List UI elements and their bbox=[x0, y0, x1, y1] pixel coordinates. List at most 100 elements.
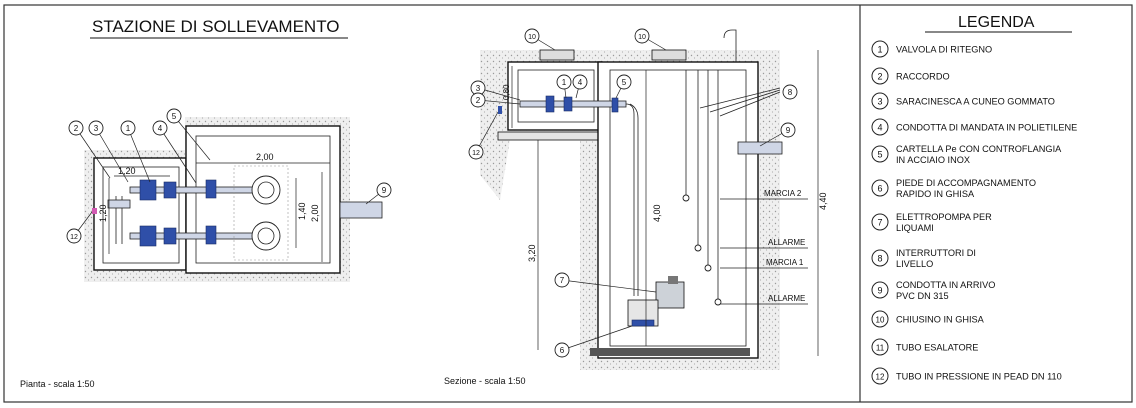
plan-callout-number: 2 bbox=[74, 124, 79, 133]
label-allarme-bottom: ALLARME bbox=[768, 294, 805, 303]
section-cover-left bbox=[539, 49, 575, 61]
section-callout-number: 10 bbox=[528, 34, 536, 41]
legend-number-circle bbox=[871, 67, 889, 85]
plan-inlet-pipe bbox=[339, 201, 383, 219]
legend-item: 12 TUBO IN PRESSIONE IN PEAD DN 110 bbox=[871, 367, 1062, 385]
legend-text: PIEDE DI ACCOMPAGNAMENTO bbox=[896, 178, 1036, 188]
plan-dim-h2: 1,40 bbox=[297, 202, 307, 220]
legend-text: PVC DN 315 bbox=[896, 291, 949, 301]
legend-text: LIVELLO bbox=[896, 259, 933, 269]
section-callout-number: 2 bbox=[476, 96, 481, 105]
legend-number: 7 bbox=[877, 218, 882, 228]
legend-text: CONDOTTA IN ARRIVO bbox=[896, 280, 995, 290]
section-callout-6: 6 bbox=[554, 325, 633, 358]
section-callout-number: 9 bbox=[786, 126, 791, 135]
plan-callout-number: 3 bbox=[94, 124, 99, 133]
section-callout-12: 12 bbox=[468, 111, 499, 160]
section-callout-7: 7 bbox=[554, 272, 657, 293]
legend-number: 10 bbox=[876, 316, 885, 325]
section-callout-number: 7 bbox=[560, 276, 565, 285]
plan-dim-w2: 2,00 bbox=[256, 152, 274, 162]
legend-number: 9 bbox=[877, 286, 882, 296]
plan-pump-area bbox=[233, 165, 289, 261]
plan-pump-top bbox=[251, 175, 281, 205]
plan-check-valve-bottom bbox=[163, 227, 177, 245]
section-vent-pipe bbox=[723, 29, 737, 62]
section-callout-number: 4 bbox=[578, 78, 583, 87]
label-allarme-top: ALLARME bbox=[768, 238, 805, 247]
section-dim-top: 0,80 bbox=[502, 84, 511, 100]
plan-callout-number: 9 bbox=[382, 186, 387, 195]
drawing-title: STAZIONE DI SOLLEVAMENTO bbox=[92, 17, 340, 36]
plan-pressure-pipe-marker bbox=[92, 208, 97, 214]
legend-number: 2 bbox=[877, 72, 882, 82]
legend-text: IN ACCIAIO INOX bbox=[896, 155, 970, 165]
wet-well-inner bbox=[195, 135, 331, 264]
section-callout-4: 4 bbox=[572, 74, 588, 99]
plan-callout-number: 12 bbox=[70, 234, 78, 241]
section-dim-left: 3,20 bbox=[527, 244, 537, 262]
section-gate-valve bbox=[545, 95, 555, 113]
plan-callout-12: 12 bbox=[66, 211, 93, 244]
section-riser-pipe bbox=[625, 103, 635, 296]
section-callout-number: 6 bbox=[560, 346, 565, 355]
label-marcia2: MARCIA 2 bbox=[764, 189, 802, 198]
legend-number-circle bbox=[871, 213, 889, 231]
switch-allarme-bottom bbox=[714, 298, 722, 306]
plan-callout-number: 1 bbox=[126, 124, 131, 133]
switch-marcia2 bbox=[682, 194, 690, 202]
legend-text: VALVOLA DI RITEGNO bbox=[896, 45, 992, 55]
legend-text: CONDOTTA DI MANDATA IN POLIETILENE bbox=[896, 123, 1077, 133]
legend-number-circle bbox=[871, 145, 889, 163]
plan-flange-bottom bbox=[205, 225, 217, 245]
legend-number-circle bbox=[871, 310, 889, 328]
legend-number-circle bbox=[871, 338, 889, 356]
legend-number-circle bbox=[871, 281, 889, 299]
plan-gate-valve-bottom bbox=[139, 225, 157, 247]
plan-callout-4: 4 bbox=[152, 120, 197, 184]
plan-raccordo bbox=[107, 199, 131, 209]
plan-caption: Pianta - scala 1:50 bbox=[20, 379, 95, 389]
plan-check-valve-top bbox=[163, 181, 177, 199]
legend-number-circle bbox=[871, 40, 889, 58]
section-callout-number: 1 bbox=[562, 78, 567, 87]
section-discharge-pipe bbox=[519, 100, 627, 108]
legend-text: LIQUAMI bbox=[896, 223, 934, 233]
plan-dim-h1: 1,20 bbox=[98, 204, 108, 222]
section-callout-9: 9 bbox=[759, 122, 796, 147]
legend-text: TUBO IN PRESSIONE IN PEAD DN 110 bbox=[896, 372, 1062, 382]
legend-text: CARTELLA Pe CON CONTROFLANGIA bbox=[896, 144, 1062, 154]
legend-text: SARACINESCA A CUNEO GOMMATO bbox=[896, 97, 1055, 107]
plan-callout-1: 1 bbox=[120, 120, 151, 183]
legend-number: 12 bbox=[876, 373, 885, 382]
sheet-border bbox=[3, 4, 1133, 403]
section-valve-chamber bbox=[507, 61, 603, 131]
legend-number: 6 bbox=[877, 184, 882, 194]
section-pressure-pipe bbox=[498, 106, 502, 114]
plan-callout-5: 5 bbox=[166, 108, 211, 161]
plan-pump-bottom bbox=[251, 221, 281, 251]
legend-number: 8 bbox=[877, 254, 882, 264]
plan-flange-top bbox=[205, 179, 217, 199]
legend-number-circle bbox=[871, 118, 889, 136]
section-dim-right: 4,40 bbox=[818, 192, 828, 210]
section-callout-10: 10 bbox=[634, 28, 667, 51]
section-callout-1: 1 bbox=[556, 74, 572, 99]
section-callout-number: 3 bbox=[476, 84, 481, 93]
plan-dim-w1: 1,20 bbox=[118, 166, 136, 176]
valve-chamber-inner bbox=[102, 166, 180, 264]
section-callout-number: 12 bbox=[472, 150, 480, 157]
section-inlet-pipe bbox=[737, 141, 783, 155]
section-callout-8: 8 bbox=[782, 84, 798, 100]
section-callout-number: 8 bbox=[788, 88, 793, 97]
